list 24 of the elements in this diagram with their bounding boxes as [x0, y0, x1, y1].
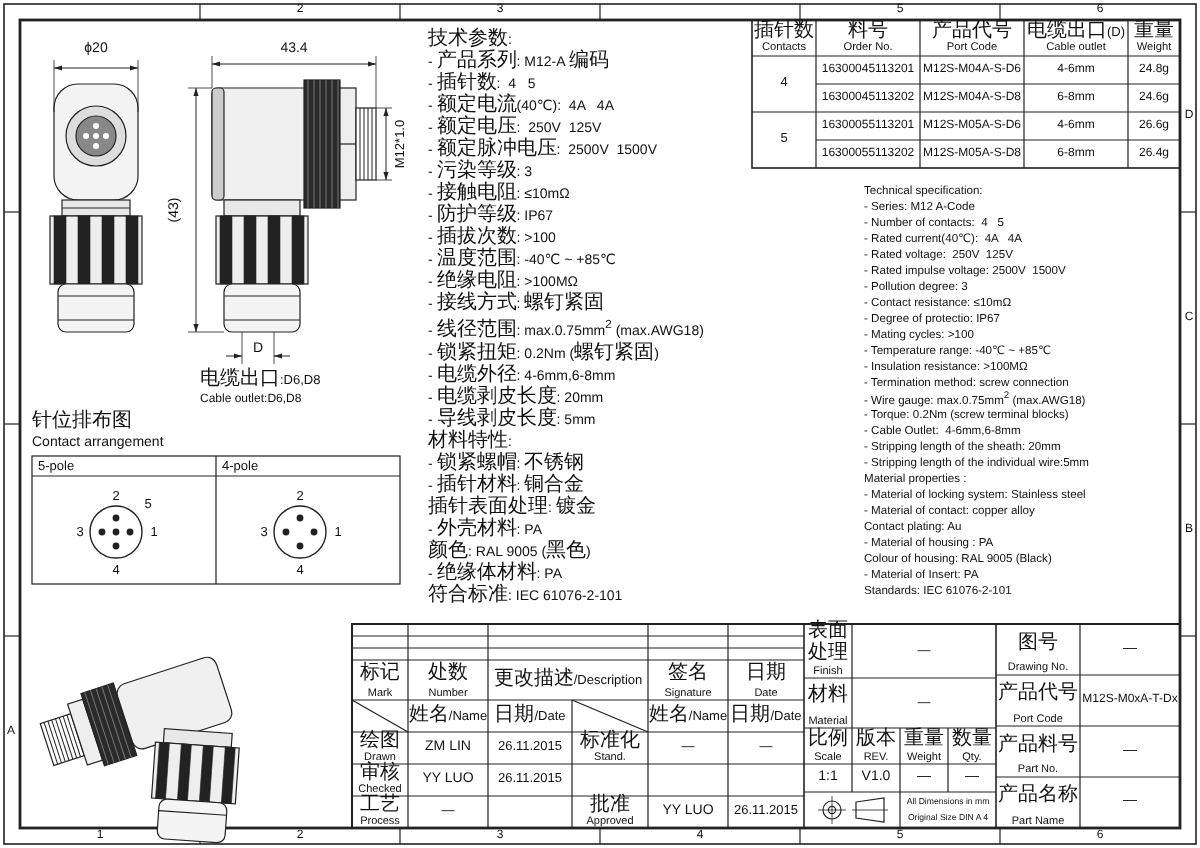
field-label: 图号 [1018, 633, 1058, 653]
field-label: 标准化 [580, 731, 640, 752]
column-header: 重量 [1134, 21, 1174, 41]
field-label: 数量 [952, 729, 992, 750]
field-label: 版本 [856, 729, 896, 750]
field-label: 产品名称 [998, 786, 1078, 806]
field-label: 审核 [360, 763, 400, 784]
column-header: 产品代号 [932, 21, 1012, 41]
field-label: 产品代号 [998, 684, 1078, 704]
field-label: 批准 [590, 795, 630, 816]
field-label: 表面处理 [806, 622, 850, 666]
column-header: 料号 [848, 21, 888, 41]
field-label: 处数 [428, 663, 468, 684]
section-heading: 针位排布图 [32, 411, 132, 431]
field-label: 绘图 [360, 731, 400, 752]
field-label: 工艺 [360, 795, 400, 816]
field-label: 产品料号 [998, 735, 1078, 755]
field-label: 标记 [360, 663, 400, 684]
field-label: 签名 [668, 663, 708, 684]
field-label: 日期 [746, 663, 786, 684]
field-label: 比例 [808, 729, 848, 750]
column-header: 插针数 [754, 21, 814, 41]
field-label: 材料 [808, 686, 848, 707]
field-label: 重量 [904, 729, 944, 750]
